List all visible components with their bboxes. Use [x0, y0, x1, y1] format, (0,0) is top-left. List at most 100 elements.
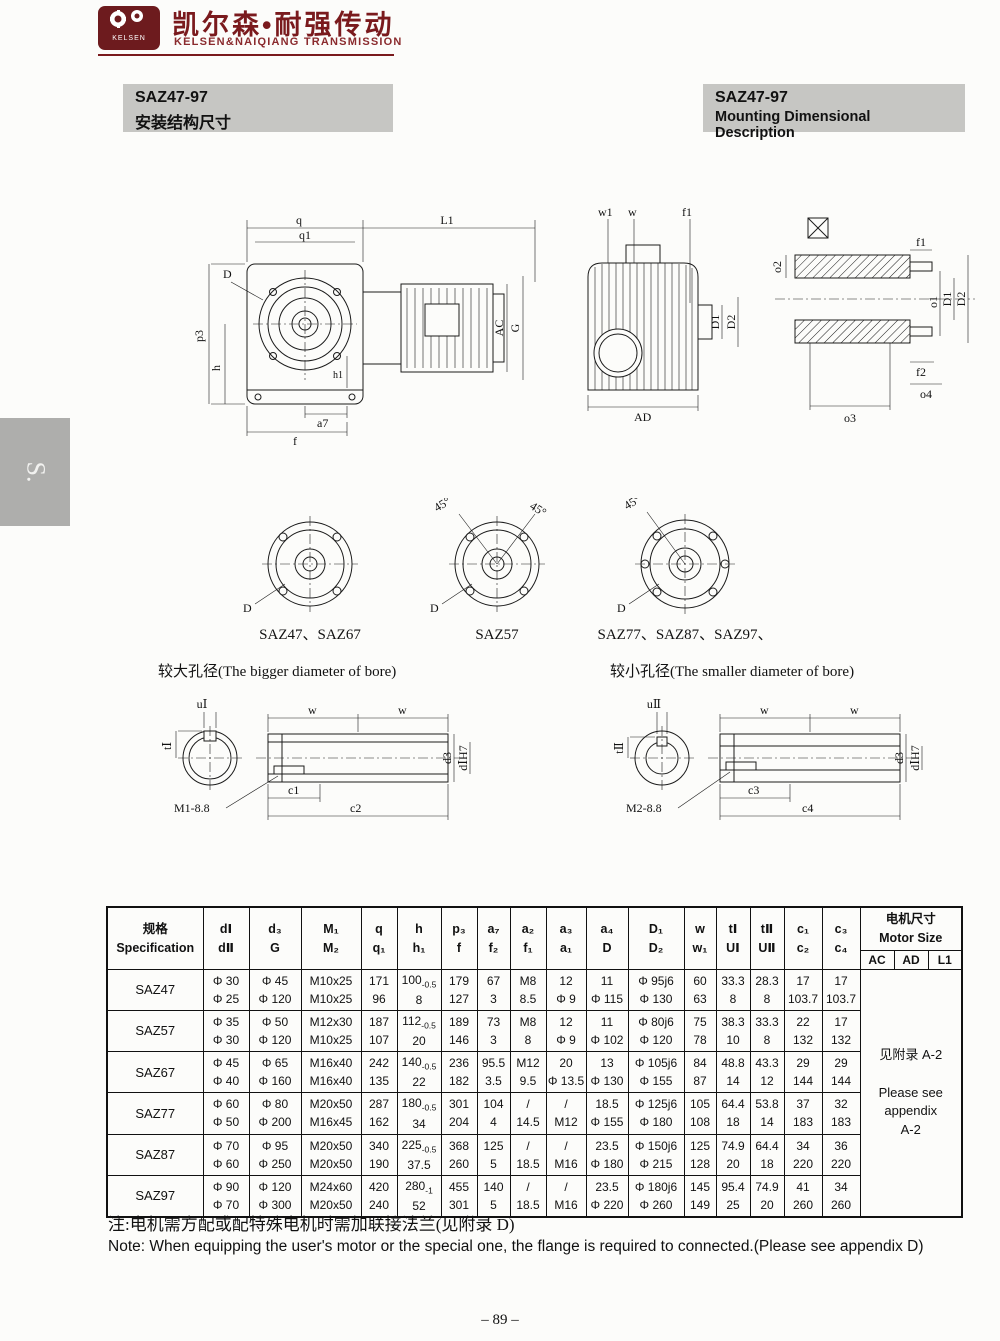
angle-label-45: 45°: [527, 499, 549, 520]
value-cell: /14.5: [509, 1092, 547, 1135]
spec-name: SAZ97: [106, 1174, 204, 1218]
spec-name: SAZ87: [106, 1133, 204, 1176]
dim-label-G: G: [508, 323, 522, 332]
shaft-section-body: [775, 217, 975, 344]
dim-label-c2: c2: [350, 801, 361, 815]
value-cell: /M12: [545, 1092, 587, 1135]
dim-label-w: w: [308, 703, 317, 717]
dim-label-w1: w1: [598, 205, 613, 219]
drawing-gearbox-side-view: q q1 L1 D p3 h h1 a7 f AC G: [195, 213, 536, 448]
gearbox-outline: [246, 263, 364, 405]
dim-label-D2: D2: [954, 292, 968, 307]
section-tab-label: S.: [21, 461, 50, 483]
dim-label-L1: L1: [440, 213, 453, 227]
dim-label-D: D: [223, 267, 232, 281]
dim-label-D1: D1: [940, 292, 954, 307]
dim-label-tI: tⅠ: [160, 742, 174, 750]
dim-label-q1: q1: [299, 228, 311, 242]
dim-label-f1: f1: [916, 235, 926, 249]
bore-big-shaft: [256, 733, 464, 783]
bore-small-endview: uⅡ tⅡ: [612, 697, 694, 790]
logo-kelsen-text: KELSEN: [112, 35, 146, 42]
dim-label-w: w: [398, 703, 407, 717]
dim-label-AC: AC: [492, 320, 506, 337]
header-rule: [98, 54, 394, 56]
dim-label-dIH7: dⅠH7: [908, 745, 922, 770]
subtitle-en: Mounting Dimensional Description: [715, 109, 871, 141]
drawing-motor-front-view: w1 w f1 D1 D2 AD: [587, 205, 739, 424]
model-range: SAZ47-97: [135, 89, 208, 106]
dim-label-o1: o1: [926, 296, 940, 308]
value-cell: /18.5: [509, 1133, 547, 1176]
dim-label-w: w: [760, 703, 769, 717]
drawing-bore-bigger: 较大孔径(The bigger diameter of bore) uⅠ tⅠ: [158, 662, 471, 820]
bore-smaller-title: 较小孔径(The smaller diameter of bore): [610, 662, 854, 680]
title-block-cn: SAZ47-97 安装结构尺寸: [123, 84, 393, 132]
dim-label-q: q: [296, 213, 302, 227]
motor-sub-header-L1: L1: [927, 950, 963, 970]
dim-label-tII: tⅡ: [612, 742, 626, 754]
dim-label-o4: o4: [920, 387, 932, 401]
flange-saz47-67: D SAZ47、SAZ67: [243, 516, 361, 643]
bore-big-endview: uⅠ tⅠ: [160, 697, 242, 790]
dim-label-a7: a7: [317, 416, 328, 430]
bore-bigger-title: 较大孔径(The bigger diameter of bore): [158, 662, 396, 680]
drawing-flange-views: D SAZ47、SAZ67 45° 45° D SAZ57 45°: [243, 498, 773, 643]
